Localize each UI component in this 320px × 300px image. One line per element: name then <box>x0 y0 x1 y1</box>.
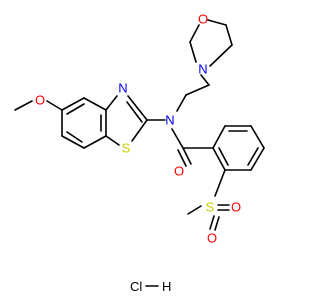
bond-morph-4 <box>225 24 233 46</box>
atom-morpholine-o: O <box>198 12 208 27</box>
bond-o-benzo <box>46 100 63 111</box>
bond-s-methyl <box>187 205 202 215</box>
bond-carbonyl-c-o <box>182 147 192 165</box>
bond-ring2-1 <box>212 125 226 149</box>
bond-ch2-morph-n <box>200 74 210 86</box>
bond-thiazole-n-c2 <box>127 95 148 121</box>
bond-morph-3 <box>207 19 227 26</box>
bond-benzo-4 <box>83 135 107 149</box>
structure-canvas: O N S N N O O S O O Cl H <box>14 12 265 294</box>
bond-benzo-double-1 <box>66 103 85 115</box>
salt-h: H <box>162 279 171 294</box>
atom-sulfonyl-s: S <box>206 200 215 215</box>
bond-s-o1 <box>209 215 215 230</box>
bond-s-o1-double <box>214 216 220 231</box>
atom-amide-n: N <box>165 113 174 128</box>
bond-thiazole-c2-s <box>131 119 148 142</box>
bond-ring2-6 <box>212 147 226 171</box>
atom-thiazole-n: N <box>118 81 127 96</box>
bond-ring2-4 <box>250 147 265 171</box>
bond-n-ch2 <box>176 94 187 112</box>
bond-morph-5 <box>209 44 233 67</box>
atom-labels: O N S N N O O S O O <box>35 12 241 246</box>
bond-n-carbonyl-c <box>171 128 184 149</box>
bond-ch2-ch2 <box>185 84 210 96</box>
bonds <box>14 19 265 287</box>
bond-thiazole-n-c2-double <box>126 101 143 123</box>
bond-benzo-5 <box>61 135 85 149</box>
bond-morph-1 <box>189 41 197 63</box>
atom-carbonyl-o: O <box>174 164 184 179</box>
bond-benzo-1 <box>61 97 85 111</box>
atom-methoxy-o: O <box>35 93 45 108</box>
bond-ring2-double-3 <box>218 147 229 166</box>
molecule-structure: O N S N N O O S O O Cl H <box>14 12 265 294</box>
bond-carbonyl-c-o-double <box>177 149 187 167</box>
bond-ring2-double-2 <box>247 147 259 166</box>
bond-methyl-o <box>14 100 33 111</box>
atom-sulfonyl-o1: O <box>207 231 217 246</box>
atom-morpholine-n: N <box>198 62 207 77</box>
bond-thiazole-c-n <box>105 95 118 111</box>
atom-sulfonyl-o2: O <box>231 200 241 215</box>
bond-benzo-double-3 <box>66 131 83 143</box>
atom-thiazole-s: S <box>122 141 131 156</box>
bond-benzo-2 <box>83 97 107 111</box>
salt-hcl: Cl H <box>130 279 171 294</box>
bond-thiazole-s-c <box>105 135 120 146</box>
bond-morph-2 <box>189 24 200 43</box>
salt-cl: Cl <box>130 279 142 294</box>
bond-ring-sulfonyl-s <box>214 169 226 197</box>
bond-ring2-3 <box>250 125 265 149</box>
